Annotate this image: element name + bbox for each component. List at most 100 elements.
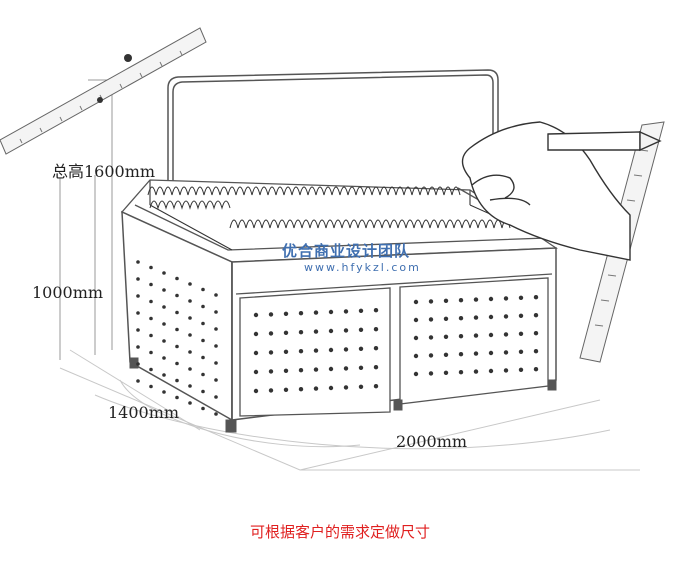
perforation-dot xyxy=(458,370,464,375)
perforation-dot xyxy=(188,333,192,337)
perforation-dot xyxy=(413,371,419,377)
door-right-perforation xyxy=(413,295,539,377)
side-perforation xyxy=(136,260,218,416)
perforation-dot xyxy=(343,328,349,333)
perforation-dot xyxy=(268,369,274,374)
width-label: 2000mm xyxy=(396,432,468,451)
perforation-dot xyxy=(373,346,379,351)
perforation-dot xyxy=(503,368,509,373)
perforation-dot xyxy=(214,412,218,416)
perforation-dot xyxy=(503,332,509,337)
perforation-dot xyxy=(175,310,179,315)
perforation-dot xyxy=(136,328,140,332)
perforation-dot xyxy=(428,335,434,340)
perforation-dot xyxy=(162,373,166,377)
perforation-dot xyxy=(253,388,259,394)
perforation-dot xyxy=(443,334,449,339)
perforation-dot xyxy=(214,378,218,382)
perforation-dot xyxy=(162,288,166,292)
perforation-dot xyxy=(201,406,205,411)
perforation-dot xyxy=(298,387,304,392)
perforation-dot xyxy=(343,385,349,390)
perforation-dot xyxy=(458,298,464,303)
custom-size-caption: 可根据客户的需求定做尺寸 xyxy=(249,523,430,541)
perforation-dot xyxy=(268,312,274,317)
perforation-dot xyxy=(313,310,319,315)
perforation-dot xyxy=(518,295,524,300)
perforation-dot xyxy=(188,384,192,388)
perforation-dot xyxy=(175,276,179,281)
perforation-dot xyxy=(443,352,449,357)
perforation-dot xyxy=(518,367,524,372)
perforation-dot xyxy=(268,388,274,393)
perforation-dot xyxy=(503,350,509,355)
perforation-dot xyxy=(428,353,434,358)
perforation-dot xyxy=(313,348,319,353)
perforation-dot xyxy=(413,353,419,359)
perforation-dot xyxy=(428,317,434,322)
perforation-dot xyxy=(298,349,304,354)
perforation-dot xyxy=(201,355,205,360)
perforation-dot xyxy=(149,367,153,372)
perforation-dot xyxy=(201,304,205,309)
perforation-dot xyxy=(533,349,539,354)
perforation-dot xyxy=(214,310,218,314)
perforation-dot xyxy=(298,330,304,335)
perforation-dot xyxy=(428,299,434,304)
perforation-dot xyxy=(268,331,274,336)
dimension-guides xyxy=(59,79,120,360)
perforation-dot xyxy=(518,331,524,336)
perforation-dot xyxy=(533,331,539,336)
perforation-dot xyxy=(473,315,479,320)
perforation-dot xyxy=(328,385,334,391)
perforation-dot xyxy=(149,350,153,355)
perforation-dot xyxy=(136,311,140,315)
perforation-dot xyxy=(503,296,509,301)
perforation-dot xyxy=(283,368,289,373)
perforation-dot xyxy=(458,316,464,321)
perforation-dot xyxy=(188,282,192,286)
perforation-dot xyxy=(149,299,153,304)
perforation-dot xyxy=(518,349,524,354)
perforation-dot xyxy=(373,384,379,389)
perforation-dot xyxy=(214,395,218,399)
perforation-dot xyxy=(188,316,192,320)
total-height-label: 总高1600mm xyxy=(52,162,156,181)
perforation-dot xyxy=(343,366,349,371)
perforation-dot xyxy=(413,317,419,323)
watermark-company: 优合商业设计团队 xyxy=(282,242,411,260)
perforation-dot xyxy=(313,386,319,391)
perforation-dot xyxy=(343,347,349,352)
perforation-dot xyxy=(298,311,304,316)
perforation-dot xyxy=(214,327,218,331)
perforation-dot xyxy=(328,366,334,372)
perforation-dot xyxy=(473,369,479,374)
perforation-dot xyxy=(201,321,205,326)
perforation-dot xyxy=(201,372,205,377)
perforation-dot xyxy=(473,351,479,356)
perforation-dot xyxy=(373,327,379,332)
perforation-dot xyxy=(136,260,140,264)
perforation-dot xyxy=(253,331,259,337)
sign-frame xyxy=(167,69,499,232)
perforation-dot xyxy=(473,333,479,338)
perforation-dot xyxy=(188,367,192,371)
perforation-dot xyxy=(313,367,319,372)
perforation-dot xyxy=(175,327,179,332)
perforation-dot xyxy=(358,327,364,332)
perforation-dot xyxy=(188,350,192,354)
perforation-dot xyxy=(413,299,419,305)
perforation-dot xyxy=(488,314,494,320)
perforation-dot xyxy=(298,368,304,373)
perforation-dot xyxy=(162,322,166,326)
perforation-dot xyxy=(162,390,166,394)
perforation-dot xyxy=(175,293,179,298)
perforation-dot xyxy=(328,309,334,315)
perforation-dot xyxy=(175,361,179,366)
perforation-dot xyxy=(214,361,218,365)
perforation-dot xyxy=(283,311,289,316)
perforation-dot xyxy=(283,330,289,335)
perforation-dot xyxy=(162,271,166,275)
perforation-dot xyxy=(149,316,153,321)
